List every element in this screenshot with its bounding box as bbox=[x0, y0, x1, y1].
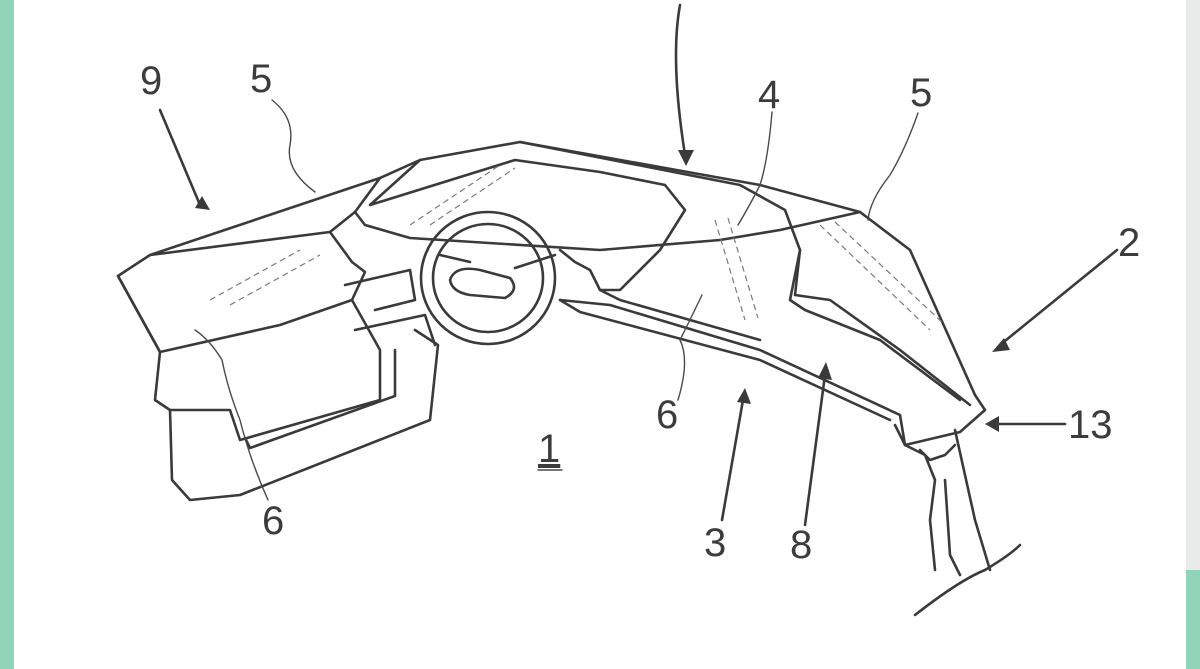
ref-5-left: 5 bbox=[250, 57, 272, 101]
ref-1: 1 bbox=[538, 427, 560, 471]
drawing-sheet bbox=[14, 0, 1186, 669]
ref-3: 3 bbox=[704, 521, 726, 565]
ref-2: 2 bbox=[1118, 221, 1140, 265]
ref-5-right: 5 bbox=[910, 71, 932, 115]
right-edge-strip bbox=[1186, 0, 1200, 669]
right-pillar bbox=[903, 428, 1022, 617]
ref-13: 13 bbox=[1068, 403, 1113, 447]
ref-6-left: 6 bbox=[262, 499, 284, 543]
steering-wheel bbox=[419, 210, 557, 346]
left-display-module bbox=[116, 176, 440, 502]
ref-4: 4 bbox=[758, 73, 780, 117]
ref-8: 8 bbox=[790, 523, 812, 567]
reference-leaders bbox=[158, 3, 1119, 527]
dashboard-body bbox=[353, 140, 987, 447]
ref-9: 9 bbox=[140, 59, 162, 103]
corner-accent bbox=[1186, 570, 1200, 669]
ref-6-center: 6 bbox=[656, 393, 678, 437]
